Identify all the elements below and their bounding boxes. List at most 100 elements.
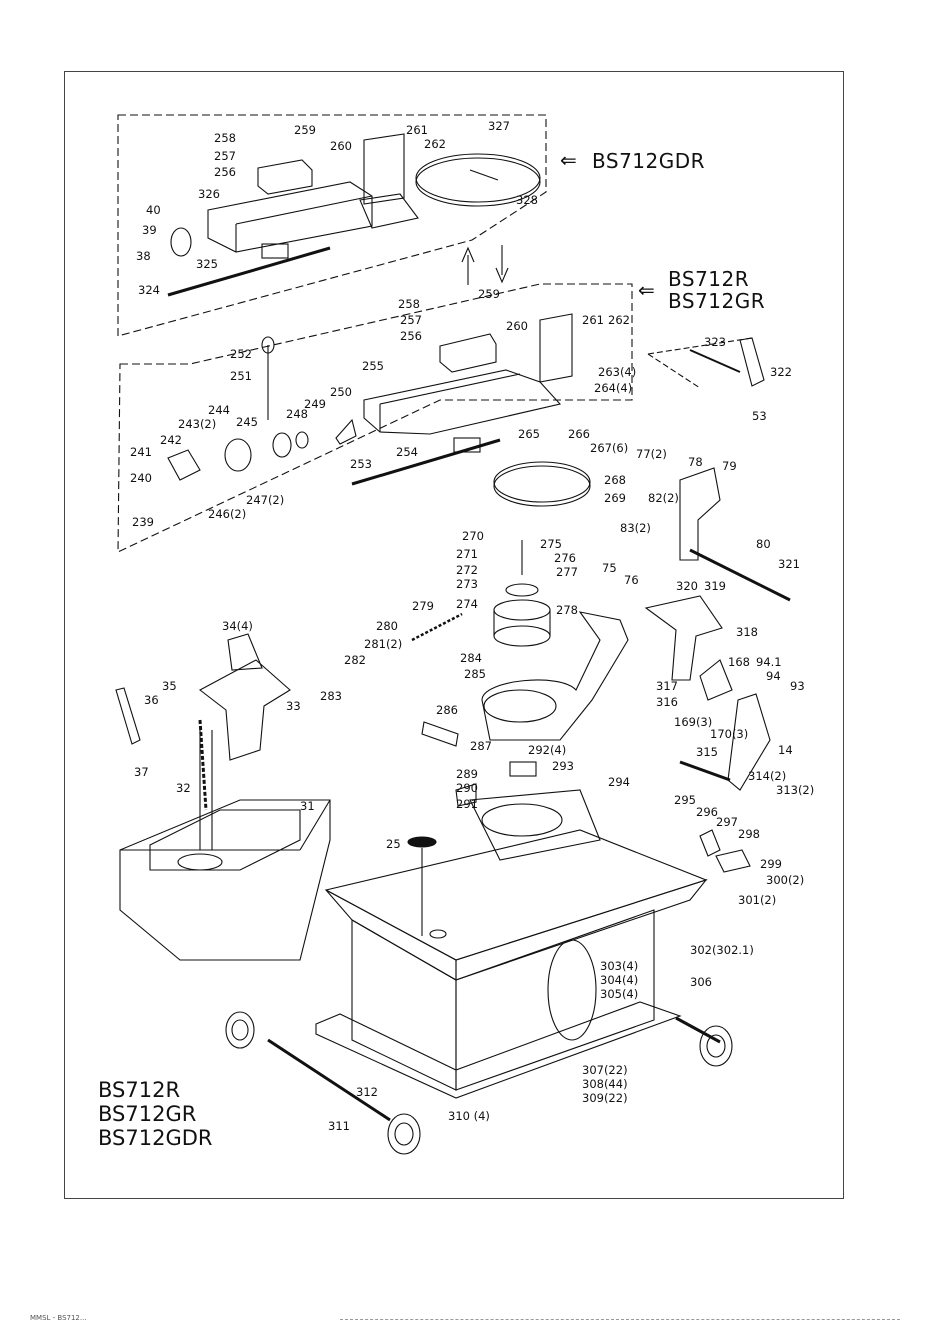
- part-number-label: 296: [696, 805, 718, 819]
- part-number-label: 283: [320, 689, 342, 703]
- part-number-label: 36: [144, 693, 159, 707]
- part-number-label: 272: [456, 563, 478, 577]
- part-number-label: 302(302.1): [690, 943, 754, 957]
- part-number-label: 312: [356, 1085, 378, 1099]
- part-number-label: 266: [568, 427, 590, 441]
- part-number-label: 268: [604, 473, 626, 487]
- part-number-label: 35: [162, 679, 177, 693]
- part-number-label: 282: [344, 653, 366, 667]
- part-number-label: 309(22): [582, 1091, 628, 1105]
- part-number-label: 260: [506, 319, 528, 333]
- part-number-label: 259: [294, 123, 316, 137]
- part-number-label: 269: [604, 491, 626, 505]
- part-number-label: 14: [778, 743, 793, 757]
- part-number-label: 245: [236, 415, 258, 429]
- part-number-label: 289: [456, 767, 478, 781]
- part-number-label: 256: [400, 329, 422, 343]
- part-number-label: 53: [752, 409, 767, 423]
- part-number-label: 284: [460, 651, 482, 665]
- rod-panel: [647, 337, 753, 389]
- part-number-label: 322: [770, 365, 792, 379]
- part-number-label: 34(4): [222, 619, 253, 633]
- model-label-bottom-1: BS712R: [98, 1078, 181, 1102]
- part-number-label: 244: [208, 403, 230, 417]
- part-number-label: 325: [196, 257, 218, 271]
- part-number-label: 265: [518, 427, 540, 441]
- part-number-label: 287: [470, 739, 492, 753]
- part-number-label: 286: [436, 703, 458, 717]
- model-label-top: BS712GDR: [592, 149, 706, 173]
- wheels: [225, 1011, 733, 1155]
- arrow-down: [495, 245, 509, 284]
- part-number-label: 258: [214, 131, 236, 145]
- part-number-label: 305(4): [600, 987, 639, 1001]
- part-number-label: 260: [330, 139, 352, 153]
- part-number-label: 82(2): [648, 491, 679, 505]
- model-label-mid-1: BS712R: [668, 267, 750, 291]
- part-number-label: 280: [376, 619, 398, 633]
- part-number-label: 40: [146, 203, 161, 217]
- coolant-tank: [115, 633, 331, 961]
- part-number-label: 94.1: [756, 655, 782, 669]
- part-number-label: 262: [608, 313, 630, 327]
- part-number-label: 270: [462, 529, 484, 543]
- model-label-bottom-3: BS712GDR: [98, 1126, 213, 1150]
- part-number-label: 306: [690, 975, 712, 989]
- part-number-label: 33: [286, 699, 301, 713]
- part-number-label: 79: [722, 459, 737, 473]
- part-number-label: 299: [760, 857, 782, 871]
- part-number-label: 252: [230, 347, 252, 361]
- part-number-label: 275: [540, 537, 562, 551]
- part-number-label: 307(22): [582, 1063, 628, 1077]
- part-number-label: 317: [656, 679, 678, 693]
- part-number-label: 94: [766, 669, 781, 683]
- part-number-label: 321: [778, 557, 800, 571]
- part-number-label: 277: [556, 565, 578, 579]
- page-footer: MMSL - BS712...: [30, 1314, 87, 1322]
- part-number-label: 170(3): [710, 727, 749, 741]
- part-number-label: 315: [696, 745, 718, 759]
- base-cabinet: [315, 829, 708, 1099]
- part-number-label: 297: [716, 815, 738, 829]
- part-number-label: 320: [676, 579, 698, 593]
- part-number-label: 290: [456, 781, 478, 795]
- part-number-label: 323: [704, 335, 726, 349]
- part-number-label: 249: [304, 397, 326, 411]
- part-number-label: 93: [790, 679, 805, 693]
- part-number-label: 281(2): [364, 637, 403, 651]
- part-number-label: 80: [756, 537, 771, 551]
- part-number-label: 324: [138, 283, 160, 297]
- part-number-label: 278: [556, 603, 578, 617]
- arrow-icon: ⇐: [638, 278, 655, 302]
- part-number-label: 263(4): [598, 365, 637, 379]
- part-number-label: 271: [456, 547, 478, 561]
- part-number-label: 264(4): [594, 381, 633, 395]
- part-number-label: 259: [478, 287, 500, 301]
- part-number-label: 310 (4): [448, 1109, 490, 1123]
- part-number-label: 276: [554, 551, 576, 565]
- part-number-label: 318: [736, 625, 758, 639]
- part-number-label: 76: [624, 573, 639, 587]
- part-number-label: 267(6): [590, 441, 629, 455]
- part-number-label: 37: [134, 765, 149, 779]
- part-number-label: 77(2): [636, 447, 667, 461]
- part-number-label: 243(2): [178, 417, 217, 431]
- part-number-label: 316: [656, 695, 678, 709]
- model-label-mid-2: BS712GR: [668, 289, 766, 313]
- part-number-label: 295: [674, 793, 696, 807]
- part-number-label: 303(4): [600, 959, 639, 973]
- top-vise-jaw: [167, 133, 541, 297]
- part-number-label: 32: [176, 781, 191, 795]
- part-number-label: 273: [456, 577, 478, 591]
- part-number-label: 254: [396, 445, 418, 459]
- part-number-label: 261: [582, 313, 604, 327]
- footer-rule: [340, 1319, 900, 1320]
- part-number-label: 242: [160, 433, 182, 447]
- part-number-label: 250: [330, 385, 352, 399]
- part-number-label: 169(3): [674, 715, 713, 729]
- part-number-label: 279: [412, 599, 434, 613]
- part-number-label: 246(2): [208, 507, 247, 521]
- part-number-label: 300(2): [766, 873, 805, 887]
- model-label-bottom-2: BS712GR: [98, 1102, 197, 1126]
